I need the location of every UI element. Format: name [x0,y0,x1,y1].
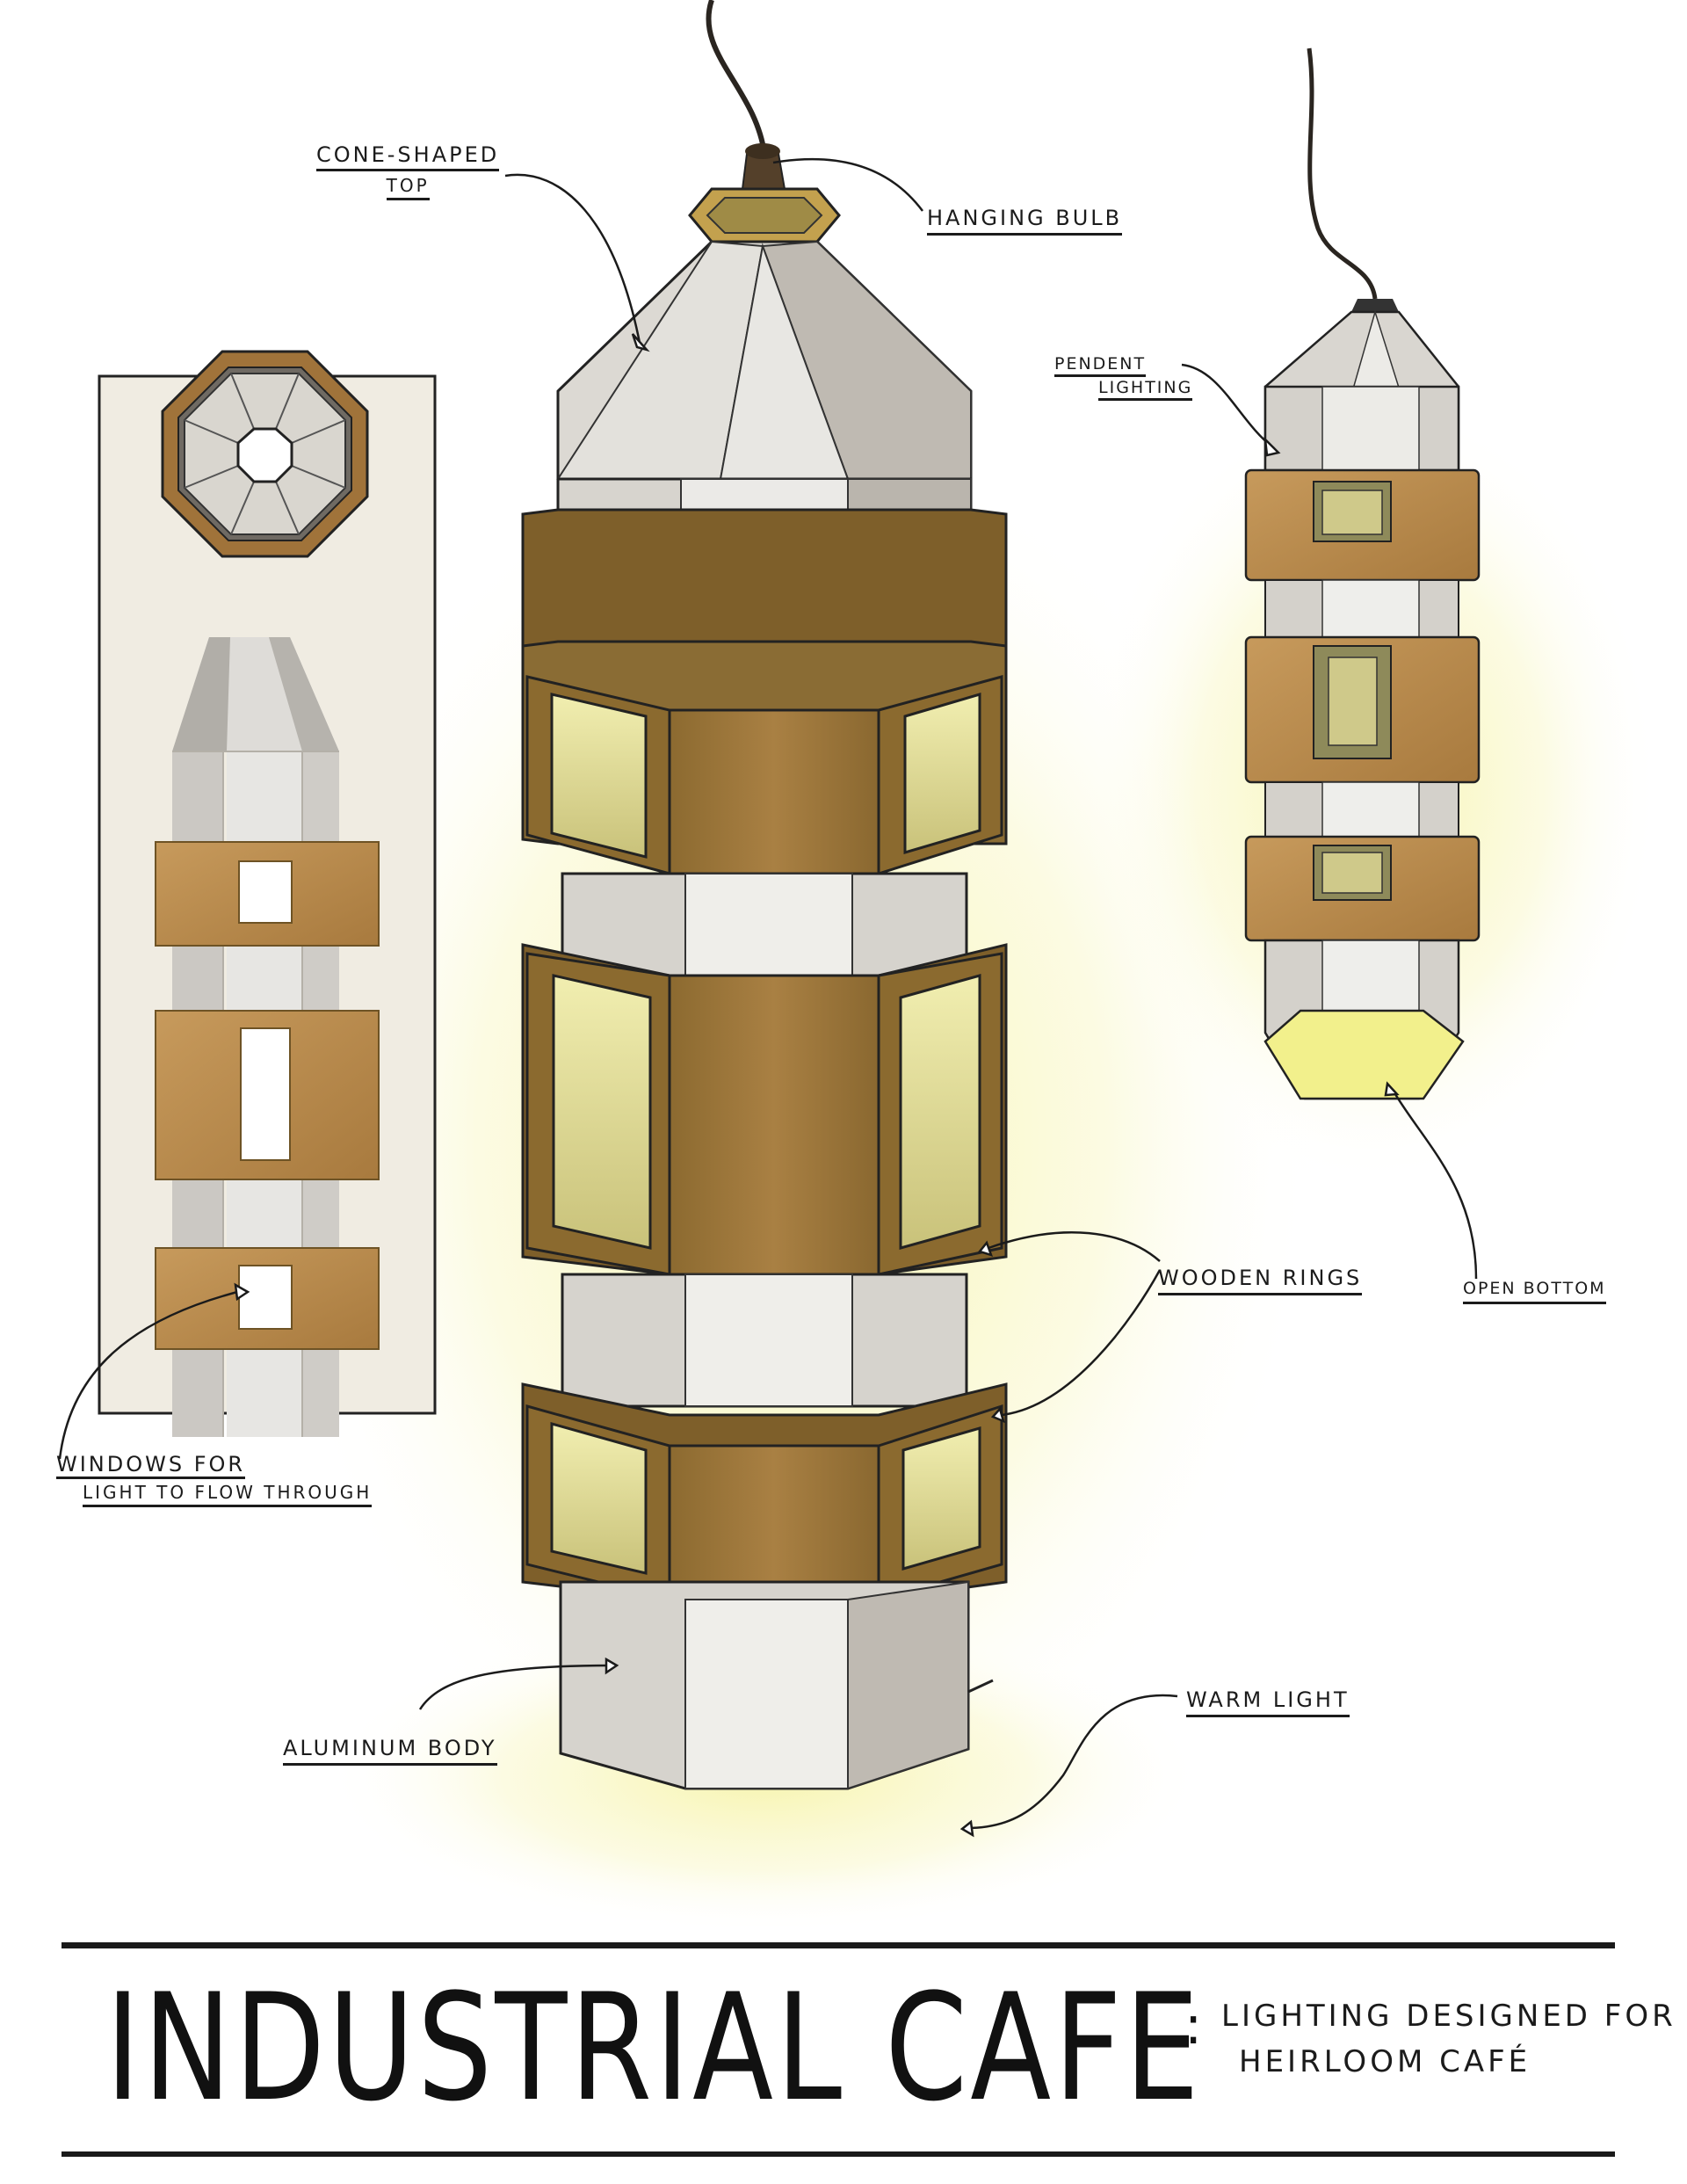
wooden-rings-label: WOODEN RINGS [1158,1266,1363,1295]
cone-top-line2: TOP [386,173,430,200]
page-title: INDUSTRIAL CAFE [105,1962,1203,2134]
aluminum-body-bottom [559,1580,994,1790]
side-view-panel [98,350,437,1437]
windows-line2: LIGHT TO FLOW THROUGH [83,1480,373,1507]
title-rule-top [62,1942,1615,1948]
cone-top-line1: CONE-SHAPED [316,142,500,171]
subtitle-line1: LIGHTING DESIGNED FOR [1221,1999,1676,2034]
warm-light-label: WARM LIGHT [1186,1687,1350,1717]
wooden-ring-1 [521,508,1008,876]
pendent-lighting-label: PENDENT LIGHTING [1054,353,1193,401]
side-elevation [155,637,380,1437]
side-wood-band-3 [155,1247,380,1350]
open-bottom-label: OPEN BOTTOM [1463,1278,1606,1304]
leader-lines [58,157,1478,1838]
side-wood-band-1 [155,841,380,947]
bulb-socket [741,153,786,190]
aluminum-body-label: ALUMINUM BODY [283,1736,497,1766]
subtitle-line2: HEIRLOOM CAFÉ [1239,2044,1531,2079]
side-wood-band-2 [155,1010,380,1180]
title-rule-bottom [62,2151,1615,2157]
wooden-ring-2 [521,943,1008,1276]
windows-label: WINDOWS FOR LIGHT TO FLOW THROUGH [56,1452,373,1507]
pendent-lamp [1244,47,1481,1100]
open-bottom-glow [1263,1009,1465,1100]
top-view-octagon [161,350,369,558]
pendent-line1: PENDENT [1054,353,1147,377]
pendent-lamp-cord [1307,47,1378,300]
wooden-ring-3 [521,1382,1008,1601]
title-colon: : [1184,1995,1203,2057]
windows-line1: WINDOWS FOR [56,1452,246,1479]
subtitle: LIGHTING DESIGNED FOR HEIRLOOM CAFÉ [1221,1993,1676,2085]
pendent-line2: LIGHTING [1098,377,1193,401]
main-lamp [521,0,1008,1790]
cone-shaped-top-label: CONE-SHAPED TOP [316,142,500,200]
hanging-bulb-label: HANGING BULB [927,206,1123,236]
main-lamp-cord [706,0,767,155]
